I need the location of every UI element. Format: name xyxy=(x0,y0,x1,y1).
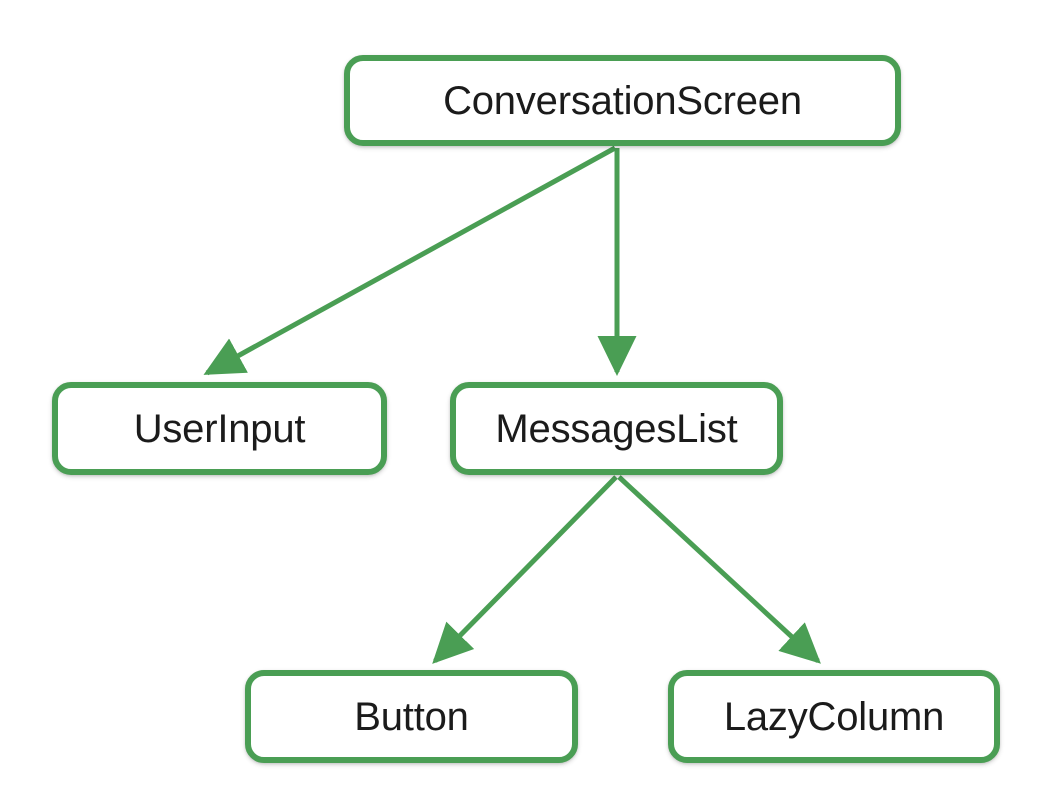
edge-messageslist-to-button xyxy=(432,475,618,664)
node-conversationscreen[interactable]: ConversationScreen xyxy=(344,55,901,146)
node-userinput[interactable]: UserInput xyxy=(52,382,387,475)
node-label: MessagesList xyxy=(495,406,738,451)
edge-conversationscreen-to-userinput xyxy=(203,145,617,376)
node-messageslist[interactable]: MessagesList xyxy=(450,382,783,475)
edge-messageslist-to-lazycolumn xyxy=(617,475,821,664)
node-button[interactable]: Button xyxy=(245,670,578,763)
node-label: Button xyxy=(354,694,469,739)
node-label: ConversationScreen xyxy=(443,78,802,123)
node-lazycolumn[interactable]: LazyColumn xyxy=(668,670,1000,763)
node-label: LazyColumn xyxy=(723,694,945,739)
node-label: UserInput xyxy=(133,406,306,451)
